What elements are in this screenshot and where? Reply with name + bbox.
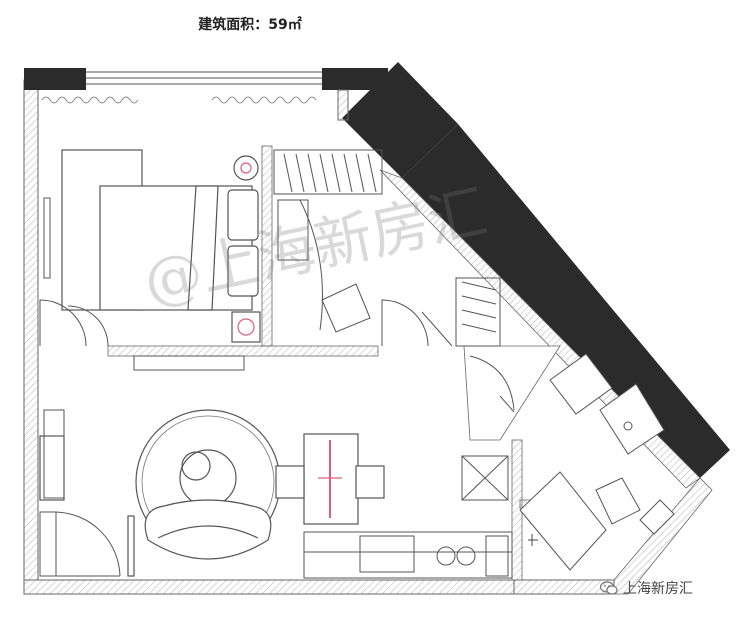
living-area bbox=[39, 409, 281, 577]
bath-diagonal-wall bbox=[463, 345, 561, 441]
cooktop-burner-1 bbox=[436, 546, 456, 566]
wall-bottom bbox=[23, 579, 515, 595]
wall-top-left-solid bbox=[24, 68, 86, 90]
wechat-icon bbox=[600, 581, 618, 595]
diagonal-wall bbox=[402, 124, 730, 478]
area-title: 建筑面积：59㎡ bbox=[198, 17, 302, 33]
wall-left bbox=[23, 79, 39, 581]
bath-vanity bbox=[549, 353, 613, 415]
chair-left bbox=[275, 465, 305, 499]
cooktop-burner-2 bbox=[456, 546, 476, 566]
bedroom-doors bbox=[39, 299, 453, 347]
top-window bbox=[41, 71, 322, 104]
brand-name: 上海新房汇 bbox=[623, 581, 693, 597]
desk-bench bbox=[133, 355, 245, 371]
kitchen-counter bbox=[303, 455, 513, 579]
wall-bottom-right bbox=[513, 579, 615, 595]
fridge bbox=[461, 455, 509, 501]
entry-door bbox=[39, 355, 515, 577]
pillow-top bbox=[227, 189, 259, 241]
toilet bbox=[595, 477, 641, 525]
chair-right bbox=[355, 465, 385, 499]
brand-badge: 上海新房汇 bbox=[600, 578, 693, 598]
shower bbox=[519, 471, 607, 571]
bedside-table bbox=[231, 311, 261, 343]
armchair bbox=[144, 499, 272, 560]
dining-table-set bbox=[275, 433, 385, 525]
tv-cabinet-left bbox=[39, 435, 65, 501]
pillow-bottom bbox=[227, 245, 259, 297]
wall-right-top bbox=[337, 89, 349, 121]
bathroom bbox=[519, 353, 675, 571]
bed bbox=[61, 149, 261, 343]
interior-walls bbox=[107, 145, 581, 581]
side-table bbox=[127, 515, 135, 577]
wall-top-right-solid bbox=[322, 68, 388, 90]
bedroom-divider-wall bbox=[107, 345, 379, 357]
wardrobe bbox=[273, 149, 501, 347]
sink bbox=[359, 535, 415, 573]
washbasin bbox=[599, 383, 665, 455]
exterior-walls bbox=[23, 62, 730, 595]
corner-column bbox=[342, 62, 458, 178]
wardrobe-wall bbox=[261, 145, 273, 347]
bedside-lamp bbox=[233, 155, 259, 181]
left-window bbox=[43, 197, 65, 499]
